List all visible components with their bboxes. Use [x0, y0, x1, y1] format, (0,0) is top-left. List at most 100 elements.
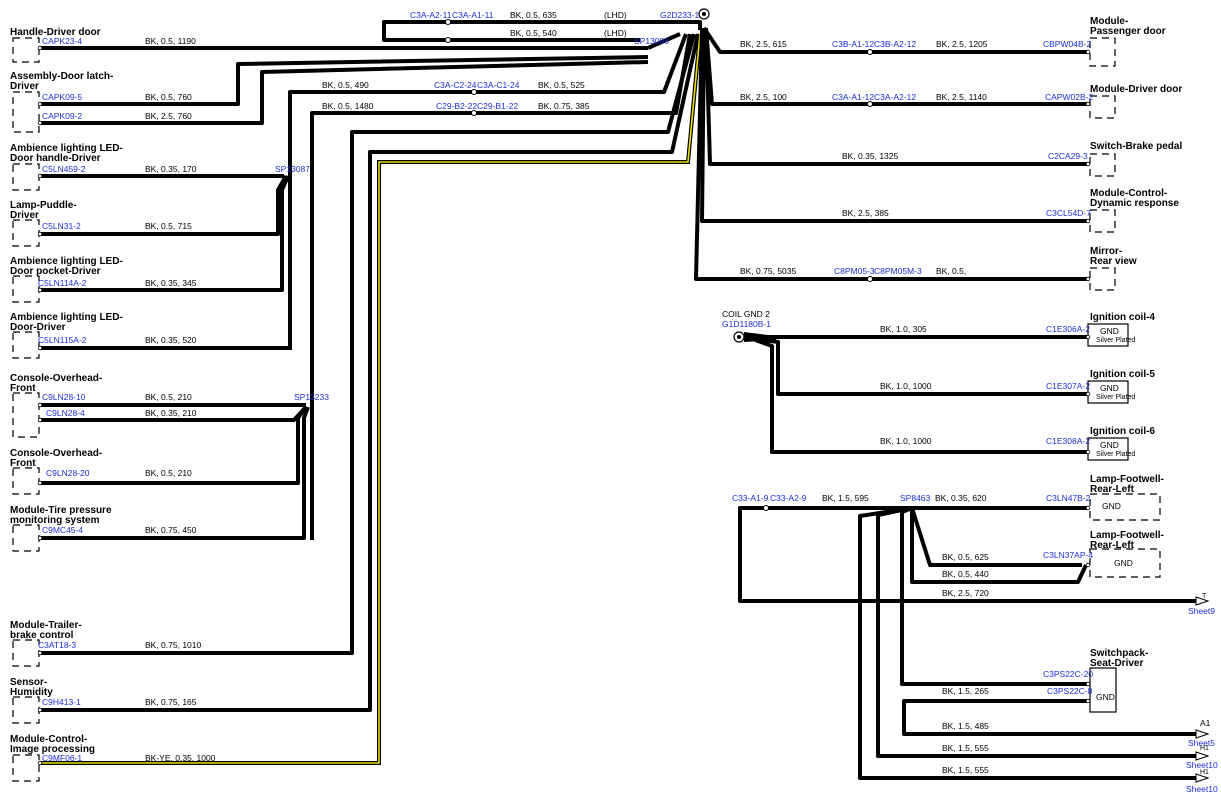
inline-conn-c3b-a12[interactable] — [867, 49, 873, 55]
pin-dot — [1085, 276, 1091, 282]
pin-label: CAPK23-4 — [42, 36, 82, 46]
wire-lhd-top[interactable] — [448, 20, 702, 30]
box-puddle[interactable] — [12, 219, 40, 247]
box-amb-pocket[interactable] — [12, 275, 40, 303]
box-coil-6[interactable] — [1087, 437, 1129, 461]
coil-ground-group — [733, 331, 1088, 454]
title-dynamic-2: Dynamic response — [1090, 198, 1179, 209]
inline-conn-c3a-c24[interactable] — [471, 89, 477, 95]
wire-humidity[interactable] — [40, 33, 700, 712]
title-passenger-door-1: Module- — [1090, 16, 1128, 27]
title-trailer-1: Module-Trailer- — [10, 620, 82, 631]
conn-label: C33-A2-9 — [770, 493, 807, 503]
pin-label: C5LN459-2 — [42, 164, 86, 174]
wire-brake-pedal[interactable] — [704, 27, 1088, 166]
title-footwell1-2: Rear-Left — [1090, 484, 1135, 495]
wire-sheet5[interactable] — [902, 699, 1200, 736]
inline-conn-lhd2[interactable] — [445, 37, 451, 43]
box-brake-pedal[interactable] — [1089, 153, 1116, 177]
wire-lhd-loop[interactable] — [382, 20, 640, 42]
wire-door-latch-1[interactable] — [40, 55, 649, 106]
top-ground-dot — [702, 12, 706, 16]
title-driver-door: Module-Driver door — [1090, 84, 1182, 95]
box-amb-handle[interactable] — [12, 163, 40, 191]
wire-door-latch-2[interactable] — [40, 60, 649, 125]
pin-dot — [1085, 49, 1091, 55]
wire-mirror[interactable] — [694, 27, 1088, 281]
wire-dynamic[interactable] — [700, 27, 1088, 223]
wire-label: BK, 0.35, 170 — [145, 164, 197, 174]
wire-sheet10-b[interactable] — [858, 506, 1200, 780]
box-door-latch[interactable] — [12, 91, 40, 133]
wire-sheet9[interactable] — [738, 506, 1200, 603]
wire-sheet10-a[interactable] — [876, 506, 1200, 758]
inline-conn-c3a-a12[interactable] — [867, 101, 873, 107]
pin-dot — [1085, 161, 1091, 167]
title-passenger-door-2: Passenger door — [1090, 26, 1166, 37]
wire-label: BK, 1.0, 1000 — [880, 381, 932, 391]
pin-label: CAPW02B-2 — [1045, 92, 1093, 102]
wire-trailer[interactable] — [40, 33, 696, 655]
box-amb-door[interactable] — [12, 331, 40, 359]
box-image-proc[interactable] — [12, 754, 40, 782]
wire-switchpack-1[interactable] — [900, 506, 1088, 686]
arrow-sheet10-a[interactable] — [1195, 751, 1210, 761]
wire-tpms[interactable] — [40, 406, 310, 540]
splice-label: SP8463 — [900, 493, 931, 503]
box-driver-door[interactable] — [1089, 95, 1116, 119]
wire-label: BK, 0.5, 210 — [145, 468, 192, 478]
wire-label: BK, 0.75, 165 — [145, 697, 197, 707]
pin-dot — [37, 480, 43, 486]
box-mirror[interactable] — [1089, 267, 1116, 291]
silver-label: Silver Plated — [1096, 337, 1135, 344]
wire-label: BK, 1.5, 485 — [942, 721, 989, 731]
wire-label: BK, 0.35, 520 — [145, 335, 197, 345]
pin-dot — [1085, 334, 1091, 340]
pin-dot — [37, 120, 43, 126]
box-trailer[interactable] — [12, 639, 40, 667]
splice-label: SP13233 — [294, 392, 329, 402]
wire-label: BK, 2.5, 760 — [145, 111, 192, 121]
title-coil-6: Ignition coil-6 — [1090, 426, 1155, 437]
wire-label: BK, 1.0, 305 — [880, 324, 927, 334]
box-humidity[interactable] — [12, 696, 40, 724]
wire-coil-6[interactable] — [749, 336, 1088, 454]
pin-label: C1E308A-2 — [1046, 436, 1090, 446]
wire-footwell-2a[interactable] — [910, 507, 1082, 567]
inline-conn-c33-a9[interactable] — [763, 505, 769, 511]
box-tpms[interactable] — [12, 524, 40, 552]
wire-label: BK, 1.5, 265 — [942, 686, 989, 696]
box-footwell-1[interactable] — [1089, 493, 1161, 521]
wire-footwell-2b[interactable] — [910, 508, 1088, 584]
arrow-sheet9[interactable] — [1195, 596, 1210, 606]
box-passenger-door[interactable] — [1089, 37, 1116, 67]
wire-label: BK, 1.5, 595 — [822, 493, 869, 503]
pin-label: C9H413-1 — [42, 697, 81, 707]
box-switchpack[interactable] — [1089, 667, 1117, 713]
inline-conn-c3a-a11[interactable] — [445, 19, 451, 25]
right-labels: Module- Passenger door BK, 2.5, 615 C3B-… — [722, 16, 1218, 794]
inline-conn-c8pm05[interactable] — [867, 276, 873, 282]
wire-label: BK, 1.0, 1000 — [880, 436, 932, 446]
coil-ground-dot — [737, 335, 741, 339]
arrow-sheet5[interactable] — [1195, 729, 1210, 739]
pin-label: C3LN47B-2 — [1046, 493, 1091, 503]
title-switchpack-1: Switchpack- — [1090, 648, 1148, 659]
wire-passenger-door[interactable] — [702, 26, 1088, 54]
arrow-sheet10-b[interactable] — [1195, 773, 1210, 783]
box-console-2[interactable] — [12, 467, 40, 495]
gnd-label: GND — [1100, 440, 1119, 450]
box-console-1[interactable] — [12, 392, 40, 438]
wire-console-2[interactable] — [40, 405, 308, 485]
box-dynamic[interactable] — [1089, 209, 1116, 233]
wire-puddle[interactable] — [40, 175, 288, 236]
wire-amb-pocket[interactable] — [40, 175, 290, 292]
box-footwell-2[interactable] — [1089, 548, 1161, 578]
pin-label: C3LN37AP-4 — [1043, 550, 1093, 560]
pin-label: C9MF06-1 — [42, 753, 82, 763]
title-door-latch-2: Driver — [10, 81, 39, 92]
pin-label: C3CL54D-7 — [1046, 208, 1091, 218]
inline-conn-c29-b22[interactable] — [471, 110, 477, 116]
box-handle-driver-door[interactable] — [12, 37, 40, 63]
wire-sp13088-hub[interactable] — [647, 32, 681, 50]
